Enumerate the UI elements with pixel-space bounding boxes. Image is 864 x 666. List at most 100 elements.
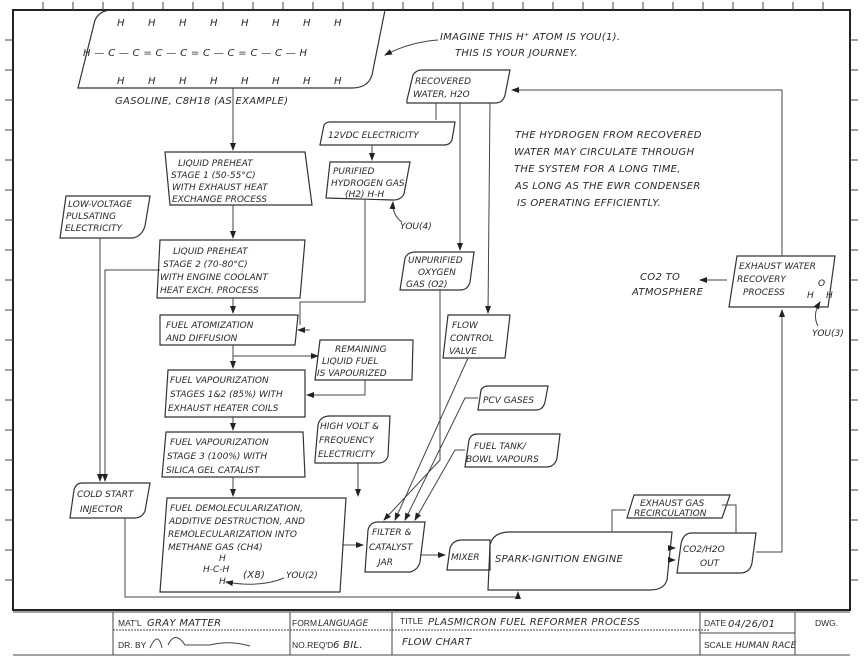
node-fuel-tank-vapours: [464, 433, 561, 468]
node-preheat1: [164, 151, 313, 206]
high-volt-l2: FREQUENCY: [319, 436, 375, 446]
vap3-l3: SILICA GEL CATALIST: [166, 466, 261, 476]
recovered-water-l2: WATER, H2O: [413, 90, 470, 100]
node-remaining-fuel: [314, 339, 414, 381]
filter-l1: FILTER &: [372, 528, 412, 538]
node-vaporization-12: [164, 369, 306, 418]
ewr-l1: EXHAUST WATER: [739, 262, 816, 272]
ewr-l2: RECOVERY: [737, 275, 787, 285]
node-filter-catalyst: [364, 521, 426, 573]
low-voltage-l2: PULSATING: [66, 212, 116, 222]
gasoline-molecule: H H H H H H H H H — C — C = C — C = C — C = C —…: [83, 18, 342, 107]
methane-top-h: H: [219, 554, 226, 564]
dr-by-label: DR. BY: [118, 640, 147, 650]
filter-l2: CATALYST: [369, 543, 414, 553]
fuel-tank-l2: BOWL VAPOURS: [466, 455, 539, 465]
remaining-l2: LIQUID FUEL: [322, 357, 378, 367]
water-h2: H: [826, 291, 833, 301]
methane-bottom-h: H: [219, 577, 226, 587]
remaining-l1: REMAINING: [335, 345, 387, 355]
node-purified-hydrogen: [325, 161, 411, 201]
flow-valve-l1: FLOW: [452, 321, 479, 331]
title-block: [13, 611, 850, 656]
vap12-l1: FUEL VAPOURIZATION: [170, 376, 269, 386]
methane-mid: H-C-H: [203, 565, 230, 575]
node-egr: [626, 494, 731, 519]
matl-label: MAT'L: [118, 618, 142, 628]
title-label: TITLE: [400, 616, 423, 626]
remaining-l3: IS VAPOURIZED: [317, 369, 387, 379]
preheat2-l3: WITH ENGINE COOLANT: [160, 273, 269, 283]
node-co2-out: [676, 532, 757, 574]
form-label: FORM: [292, 618, 317, 628]
no-req-label: NO.REQ'D: [292, 640, 333, 650]
purified-h-l2: HYDROGEN GAS,: [331, 179, 408, 189]
molecule-atom: H: [303, 18, 311, 29]
atomization-l1: FUEL ATOMIZATION: [166, 321, 254, 331]
intro-pointer: [384, 39, 439, 56]
you3-pointer: [813, 301, 821, 327]
water-h1: H: [807, 291, 814, 301]
molecule-atom: H: [179, 76, 187, 87]
intro-line2: THIS IS YOUR JOURNEY.: [455, 48, 578, 59]
co2-out-l1: CO2/H2O: [683, 545, 725, 555]
low-voltage-l3: ELECTRICITY: [65, 224, 124, 234]
molecule-atom: H: [117, 76, 125, 87]
ewr-l3: PROCESS: [743, 288, 785, 298]
methane-multiplier: (X8): [243, 570, 265, 581]
molecule-caption: GASOLINE, C8H18 (AS EXAMPLE): [115, 96, 288, 107]
co2-out-l2: OUT: [700, 559, 721, 569]
molecule-atom: H: [148, 18, 156, 29]
molecule-atom: H: [334, 18, 342, 29]
node-exhaust-water-recovery: [728, 255, 836, 308]
scale-value: HUMAN RACE: [735, 641, 797, 651]
water-o: O: [818, 279, 825, 289]
oxygen-l2: OXYGEN: [418, 268, 456, 278]
title-value-l2: FLOW CHART: [402, 637, 472, 648]
molecule-chain: H — C — C = C — C = C — C = C — C — H: [83, 48, 308, 59]
node-12vdc: [319, 121, 456, 146]
preheat1-l1: LIQUID PREHEAT: [178, 159, 254, 169]
mixer-label: MIXER: [451, 553, 480, 563]
svg-text:THE SYSTEM FOR A LONG TIME,: THE SYSTEM FOR A LONG TIME,: [514, 164, 681, 175]
demol-l1: FUEL DEMOLECULARIZATION,: [170, 504, 303, 514]
svg-text:AS LONG AS THE EWR CONDENSER: AS LONG AS THE EWR CONDENSER: [514, 181, 701, 192]
vap3-l1: FUEL VAPOURIZATION: [170, 438, 269, 448]
filter-l3: JAR: [376, 558, 393, 568]
molecule-atom: H: [272, 76, 280, 87]
you4-label: YOU(4): [400, 222, 432, 232]
molecule-atom: H: [334, 76, 342, 87]
node-demolecularization: [159, 497, 347, 593]
molecule-atom: H: [210, 18, 218, 29]
high-volt-l1: HIGH VOLT &: [320, 422, 379, 432]
vap12-l2: STAGES 1&2 (85%) WITH: [170, 390, 283, 400]
preheat1-l3: WITH EXHAUST HEAT: [172, 183, 269, 193]
molecule-atom: H: [241, 76, 249, 87]
node-spark-ignition-engine: [487, 531, 673, 591]
no-req-value: 6 BIL.: [333, 640, 363, 651]
dwg-label: DWG.: [815, 618, 838, 628]
scale-label: SCALE: [704, 640, 732, 650]
molecule-atom: H: [179, 18, 187, 29]
form-value: LANGUAGE: [318, 619, 369, 629]
intro-line1: IMAGINE THIS H⁺ ATOM IS YOU(1).: [440, 32, 620, 43]
molecule-atom: H: [210, 76, 218, 87]
molecule-atom: H: [148, 76, 156, 87]
date-value: 04/26/01: [728, 619, 775, 630]
svg-text:THE HYDROGEN FROM RECOVERED: THE HYDROGEN FROM RECOVERED: [515, 130, 702, 141]
fuel-tank-l1: FUEL TANK/: [474, 442, 527, 452]
node-mixer: [446, 539, 491, 571]
oxygen-l3: GAS (O2): [406, 280, 448, 290]
preheat1-l2: STAGE 1 (50-55°C): [171, 171, 256, 181]
preheat2-l4: HEAT EXCH. PROCESS: [160, 286, 259, 296]
matl-value: GRAY MATTER: [147, 618, 221, 629]
egr-l2: RECIRCULATION: [634, 509, 707, 519]
date-label: DATE: [704, 618, 726, 628]
co2-atm-l2: ATMOSPHERE: [631, 287, 704, 298]
node-flow-control-valve: [442, 314, 511, 359]
flow-valve-l3: VALVE: [449, 347, 477, 357]
co2-atm-l1: CO2 TO: [640, 272, 680, 283]
